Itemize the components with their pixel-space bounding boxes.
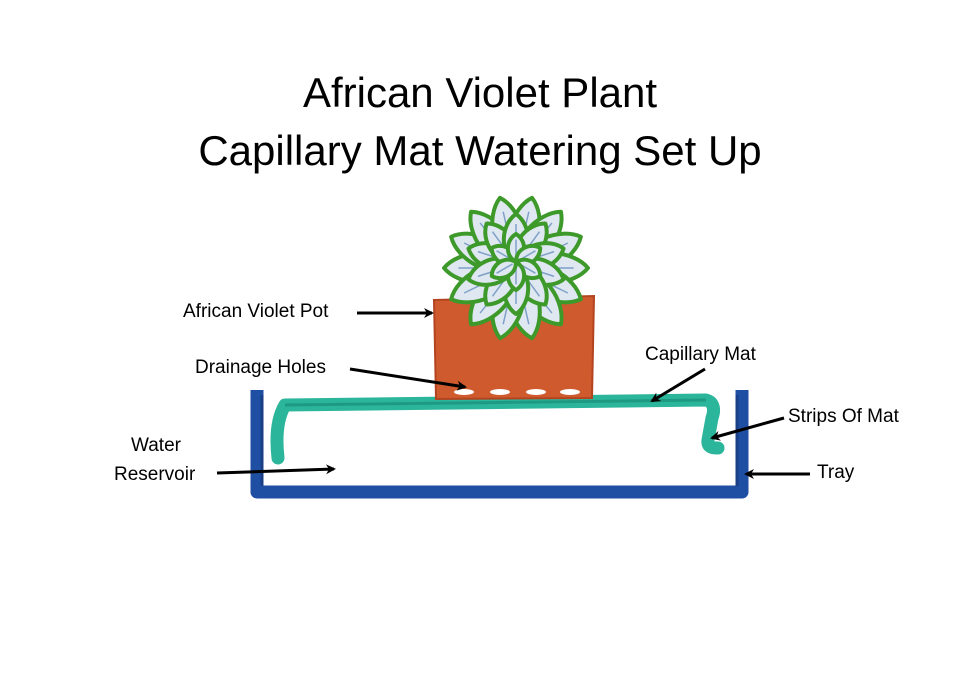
drainage-holes-arrow [349, 367, 467, 391]
leaf-vein [496, 263, 513, 274]
label-reservoir: Reservoir [114, 464, 196, 485]
water-reservoir-arrow [216, 464, 336, 475]
label-capillary-mat: Capillary Mat [645, 344, 756, 365]
strips-arrow [710, 416, 785, 441]
diagram-title-line-1: African Violet Plant [302, 69, 658, 116]
label-african-violet-pot: African Violet Pot [183, 301, 329, 322]
label-strips-of-mat: Strips Of Mat [788, 406, 899, 427]
capillary-mat [270, 393, 725, 465]
african-violet-plant [442, 195, 590, 341]
label-water: Water [131, 435, 181, 456]
diagram-title-line-2: Capillary Mat Watering Set Up [198, 127, 762, 174]
capillary-mat-arrow [650, 367, 706, 403]
drainage-holes [454, 389, 580, 395]
label-drainage-holes: Drainage Holes [195, 357, 326, 378]
label-tray: Tray [817, 462, 855, 483]
